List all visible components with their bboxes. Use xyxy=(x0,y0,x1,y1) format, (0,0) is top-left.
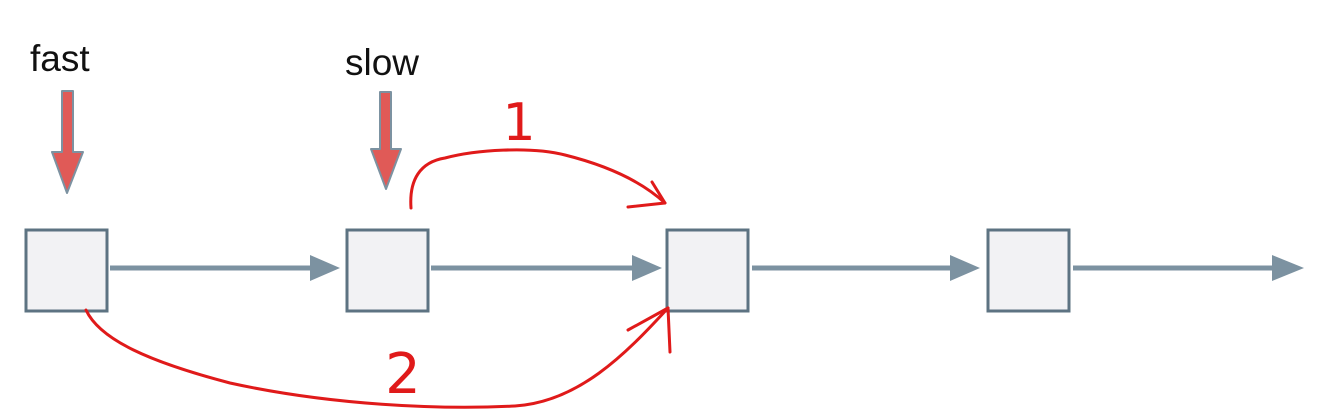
slow-pointer-arrow xyxy=(370,91,402,190)
fast-step-arrow xyxy=(84,306,672,409)
step-two-annotation: 2 xyxy=(385,342,421,407)
slow-pointer-label: slow xyxy=(345,42,420,83)
list-node xyxy=(24,228,109,313)
slow-step-arrow xyxy=(409,148,667,210)
next-link-2 xyxy=(431,255,662,281)
list-node xyxy=(665,228,750,313)
next-link-tail xyxy=(1073,255,1304,281)
fast-pointer-arrow xyxy=(51,90,84,194)
next-link-1 xyxy=(110,255,340,281)
step-one-annotation: 1 xyxy=(502,93,535,153)
list-node xyxy=(986,228,1071,313)
list-node xyxy=(345,228,430,313)
next-link-3 xyxy=(752,255,980,281)
fast-pointer-label: fast xyxy=(30,38,90,79)
